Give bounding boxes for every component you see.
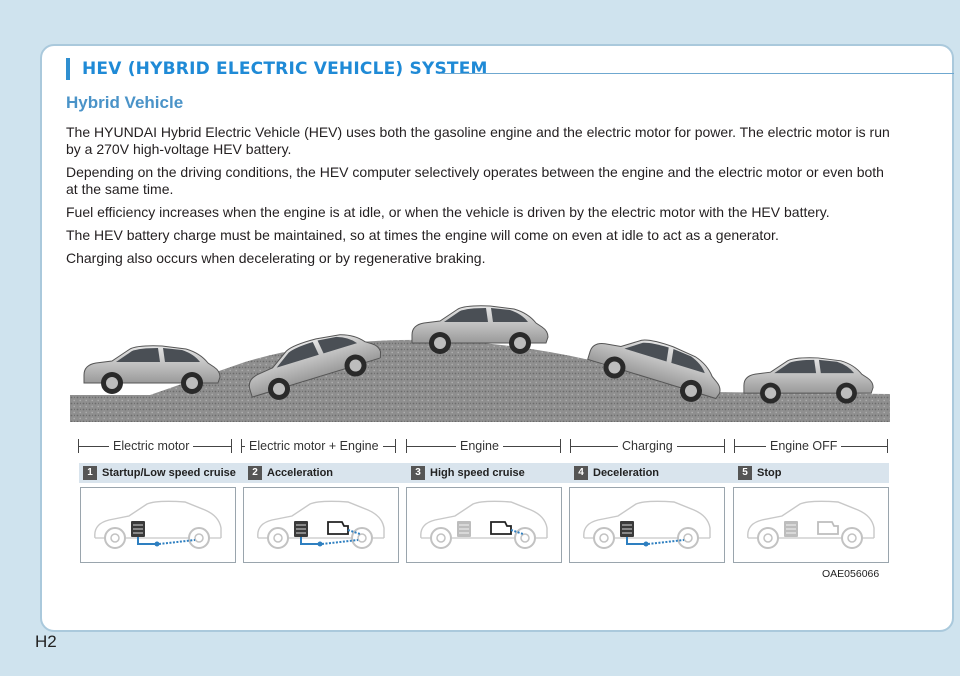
mode-label: Startup/Low speed cruise: [102, 467, 236, 479]
wheel-icon: [593, 527, 615, 549]
energy-flow: [321, 539, 359, 545]
wheel-icon: [351, 527, 373, 549]
image-code: OAE056066: [822, 568, 880, 580]
mode-number: 2: [248, 466, 262, 480]
mode-number: 1: [83, 466, 97, 480]
car-outline: [94, 500, 222, 539]
mode-2: 2 Acceleration: [248, 463, 333, 483]
stage-charging: Charging: [568, 436, 728, 456]
wheel-icon: [514, 527, 536, 549]
stage-row: Electric motor Electric motor + Engine E…: [75, 436, 890, 456]
mode-1: 1 Startup/Low speed cruise: [83, 463, 236, 483]
mode-4: 4 Deceleration: [574, 463, 659, 483]
energy-flow: [647, 539, 685, 545]
car-outline: [257, 500, 385, 539]
mode-5: 5 Stop: [738, 463, 781, 483]
diagram-acceleration: [243, 487, 399, 563]
engine-icon: [817, 521, 839, 535]
paragraph-3: Fuel efficiency increases when the engin…: [66, 204, 830, 220]
wheel-icon: [841, 527, 863, 549]
paragraph-1: The HYUNDAI Hybrid Electric Vehicle (HEV…: [66, 124, 890, 157]
energy-flow: [510, 529, 524, 535]
stage-electric-motor: Electric motor: [75, 436, 235, 456]
mode-bar: [79, 463, 889, 483]
car-outline: [420, 500, 548, 539]
mode-label: Deceleration: [593, 467, 660, 479]
mode-number: 3: [411, 466, 425, 480]
title-rule: [440, 73, 954, 74]
diagram-high-speed: [406, 487, 562, 563]
motor-node: [317, 541, 323, 547]
wheel-icon: [188, 527, 210, 549]
wheel-icon: [267, 527, 289, 549]
wheel-icon: [104, 527, 126, 549]
energy-path: [137, 537, 157, 545]
hill-illustration: [70, 305, 890, 422]
sub-heading: Hybrid Vehicle: [66, 93, 184, 112]
wheel-icon: [430, 527, 452, 549]
mode-number: 4: [574, 466, 588, 480]
motor-node: [154, 541, 160, 547]
mode-label: Acceleration: [267, 467, 334, 479]
paragraph-5: Charging also occurs when decelerating o…: [66, 250, 486, 266]
paragraph-2: Depending on the driving conditions, the…: [66, 164, 884, 197]
mode-number: 5: [738, 466, 752, 480]
gravel-hill: [70, 339, 890, 422]
body-text: The HYUNDAI Hybrid Electric Vehicle (HEV…: [66, 124, 898, 273]
car-outline: [583, 500, 711, 539]
engine-icon: [490, 521, 512, 535]
mode-3: 3 High speed cruise: [411, 463, 525, 483]
energy-flow: [158, 539, 196, 545]
diagram-stop: [733, 487, 889, 563]
section-title: HEV (HYBRID ELECTRIC VEHICLE) SYSTEM: [66, 58, 488, 80]
mode-label: High speed cruise: [430, 467, 525, 479]
diagram-deceleration: [569, 487, 725, 563]
energy-path: [626, 537, 646, 545]
stage-engine-off: Engine OFF: [732, 436, 890, 456]
motor-node: [643, 541, 649, 547]
stage-motor-engine: Electric motor + Engine: [239, 436, 399, 456]
energy-flow: [347, 529, 361, 535]
car-startup: [83, 345, 221, 395]
paragraph-4: The HEV battery charge must be maintaine…: [66, 227, 779, 243]
engine-icon: [327, 521, 349, 535]
wheel-icon: [757, 527, 779, 549]
car-outline: [747, 500, 875, 539]
wheel-icon: [677, 527, 699, 549]
stage-engine: Engine: [404, 436, 564, 456]
page-number: H2: [35, 632, 57, 651]
mode-label: Stop: [757, 467, 782, 479]
energy-path: [300, 537, 320, 545]
diagram-startup: [80, 487, 236, 563]
